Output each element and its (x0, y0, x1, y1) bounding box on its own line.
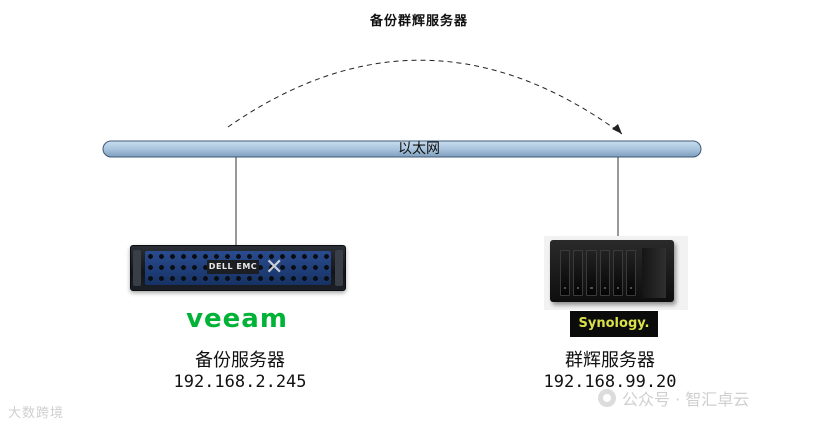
dell-emc-server-icon: DELL EMC ✕ (130, 245, 346, 291)
watermark-right-text: 公众号 · 智汇卓云 (622, 390, 750, 409)
dell-emc-badge: DELL EMC (207, 260, 259, 274)
nas-side-panel (642, 248, 666, 298)
backup-server-ip: 192.168.2.245 (173, 372, 307, 392)
drive-bay (573, 250, 584, 296)
drive-bay (560, 250, 571, 296)
drive-bay (599, 250, 610, 296)
server-handle-left (133, 250, 141, 286)
synology-nas-icon (550, 240, 674, 302)
backup-server-name: 备份服务器 (195, 350, 285, 371)
watermark-left: 大数跨境 (8, 406, 65, 421)
ethernet-bus (102, 140, 702, 158)
drive-bay (612, 250, 623, 296)
synology-logo: Synology. (570, 311, 658, 337)
watermark-right: 公众号 · 智汇卓云 (598, 386, 749, 410)
arrow-head-icon (612, 124, 622, 134)
drive-bay (586, 250, 597, 296)
nas-server-name: 群辉服务器 (565, 350, 655, 371)
drive-bay (625, 250, 637, 296)
ethernet-label: 以太网 (398, 141, 440, 157)
server-handle-right (335, 250, 343, 286)
bezel-x-icon: ✕ (265, 255, 284, 280)
diagram-title: 备份群辉服务器 (369, 14, 468, 29)
wechat-icon (598, 389, 616, 407)
veeam-logo: veeam (186, 304, 288, 334)
drive-bays (560, 250, 637, 296)
backup-arc-arrow (227, 59, 623, 135)
nas-server-ip: 192.168.99.20 (543, 372, 677, 392)
